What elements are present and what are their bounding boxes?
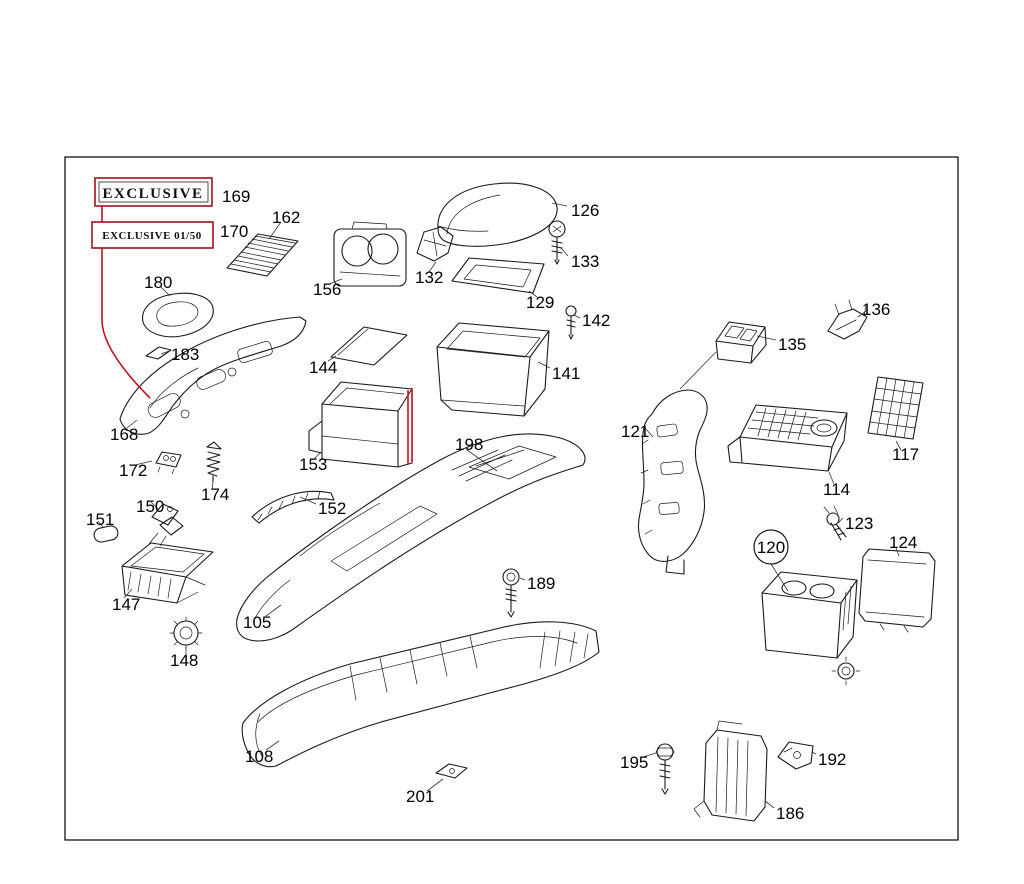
callout-192: 192: [818, 750, 846, 769]
part-132-bracket: [416, 226, 454, 262]
callout-151: 151: [86, 510, 114, 529]
callout-148: 148: [170, 651, 198, 670]
part-183-clip: [145, 346, 172, 360]
callout-123: 123: [845, 514, 873, 533]
part-162-grille: [226, 233, 299, 277]
callout-126: 126: [571, 201, 599, 220]
leader-lines: [97, 202, 902, 809]
callout-121: 121: [621, 422, 649, 441]
part-148-grommet: [169, 616, 203, 650]
part-144-mat: [330, 326, 408, 366]
part-callouts: 169 170 162 126 133 156 132 129 180 142 …: [86, 187, 919, 823]
callout-129: 129: [526, 293, 554, 312]
callout-201: 201: [406, 787, 434, 806]
exclusive-badge: EXCLUSIVE: [94, 177, 213, 207]
callout-105: 105: [243, 613, 271, 632]
part-147-housing: [121, 542, 214, 604]
part-195-bolt: [655, 743, 675, 795]
callout-156: 156: [313, 280, 341, 299]
callout-152: 152: [318, 499, 346, 518]
callout-170: 170: [220, 222, 248, 241]
callout-136: 136: [862, 300, 890, 319]
part-105-console-body: [236, 433, 586, 642]
part-192-plate: [777, 741, 814, 770]
callout-174: 174: [201, 485, 229, 504]
part-168-top-panel: [119, 316, 307, 435]
callout-168: 168: [110, 425, 138, 444]
callout-114: 114: [823, 480, 850, 499]
callout-133: 133: [571, 252, 599, 271]
part-126-armrest-lid: [437, 182, 558, 247]
callout-198: 198: [455, 435, 483, 454]
exclusive-limited-badge-text: EXCLUSIVE 01/50: [102, 230, 202, 242]
callout-162: 162: [272, 208, 300, 227]
part-136-bracket: [827, 299, 868, 340]
part-124-panel: [858, 548, 936, 633]
part-152-trim-strip: [251, 490, 335, 524]
part-156-cupholder: [333, 221, 407, 287]
callout-183: 183: [171, 345, 199, 364]
part-117-vent-grille: [867, 376, 924, 440]
callout-172: 172: [119, 461, 147, 480]
callout-132: 132: [415, 268, 443, 287]
part-141-storage-bin: [436, 322, 550, 417]
part-135-switch-block: [715, 321, 767, 364]
callout-144: 144: [309, 358, 337, 377]
part-120-rear-box: [761, 571, 861, 686]
part-121-carrier-frame: [637, 389, 708, 575]
part-201-clip: [435, 763, 468, 779]
part-186-bracket: [693, 720, 768, 822]
callout-153: 153: [299, 455, 327, 474]
parts-artwork: [93, 182, 936, 822]
part-108-lower-console: [241, 621, 600, 768]
callout-186: 186: [776, 804, 804, 823]
callout-142: 142: [582, 311, 610, 330]
part-151-bulb: [93, 525, 119, 543]
callout-120: 120: [757, 538, 785, 557]
callout-bubble-120: [753, 529, 789, 565]
part-129-tray: [451, 257, 545, 294]
exclusive-limited-badge: EXCLUSIVE 01/50: [91, 221, 214, 249]
callout-180: 180: [144, 273, 172, 292]
callout-147: 147: [112, 595, 140, 614]
part-133-screw: [548, 220, 566, 265]
callout-169: 169: [222, 187, 250, 206]
part-123-sensor: [823, 505, 847, 541]
part-174-rivet: [206, 441, 222, 483]
part-189-screw: [502, 568, 520, 618]
part-172-switch: [155, 451, 182, 475]
exclusive-badge-text: EXCLUSIVE: [102, 186, 203, 202]
callout-195: 195: [620, 753, 648, 772]
callout-117: 117: [892, 445, 919, 464]
exclusive-marker-lines: [101, 206, 413, 464]
callout-189: 189: [527, 574, 555, 593]
part-180-rubber-insert: [142, 292, 214, 338]
callout-150: 150: [136, 497, 164, 516]
callout-141: 141: [552, 364, 580, 383]
diagram-frame: [64, 156, 959, 841]
callout-124: 124: [889, 533, 917, 552]
part-142-pin: [565, 305, 577, 340]
callout-108: 108: [245, 747, 273, 766]
callout-135: 135: [778, 335, 806, 354]
part-114-rear-assembly: [727, 404, 848, 472]
